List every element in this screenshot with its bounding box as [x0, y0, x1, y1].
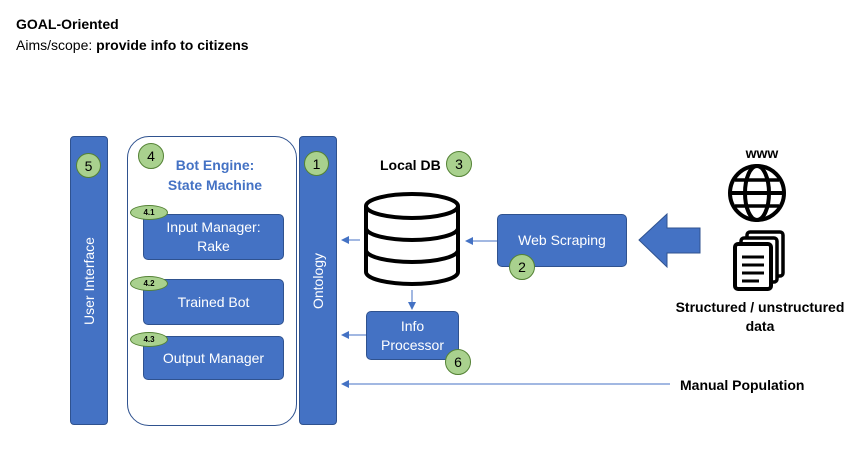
local-db-label: Local DB — [380, 157, 441, 173]
data-sources-label-line2: data — [745, 318, 775, 334]
scope-value: provide info to citizens — [96, 37, 249, 53]
block-arrow-sources-to-scraping — [638, 212, 701, 269]
www-label: www — [745, 145, 779, 161]
user-interface-badge: 5 — [76, 153, 101, 178]
diagram-scope: Aims/scope: provide info to citizens — [16, 37, 249, 53]
output-manager-badge: 4.3 — [130, 332, 168, 347]
user-interface-bar: User Interface — [70, 136, 108, 425]
trained-bot-badge: 4.2 — [130, 276, 168, 291]
ontology-bar: Ontology — [299, 136, 337, 425]
bot-engine-badge: 4 — [138, 143, 164, 169]
ontology-label: Ontology — [310, 252, 326, 309]
data-sources-label: Structured / unstructured data — [660, 298, 860, 336]
user-interface-label: User Interface — [81, 236, 97, 325]
bot-engine-title: Bot Engine: State Machine — [150, 155, 280, 195]
globe-icon — [728, 164, 786, 222]
input-manager-label-line1: Input Manager: — [166, 219, 261, 235]
info-processor-label-line1: Info — [400, 317, 425, 334]
trained-bot-label: Trained Bot — [177, 293, 250, 310]
bot-engine-title-line2: State Machine — [167, 177, 263, 193]
input-manager-badge: 4.1 — [130, 205, 168, 220]
web-scraping-badge: 2 — [509, 254, 535, 280]
scope-prefix: Aims/scope: — [16, 37, 97, 53]
output-manager-box: Output Manager — [143, 336, 284, 380]
output-manager-label: Output Manager — [162, 349, 265, 366]
data-sources-label-line1: Structured / unstructured — [675, 299, 845, 315]
info-processor-label-line2: Processor — [380, 336, 445, 353]
info-processor-badge: 6 — [445, 349, 471, 375]
input-manager-box: Input Manager: Rake — [143, 214, 284, 260]
local-db-badge: 3 — [446, 151, 472, 177]
input-manager-label-line2: Rake — [197, 238, 230, 254]
ontology-badge: 1 — [304, 151, 329, 176]
web-scraping-label: Web Scraping — [518, 232, 606, 248]
database-icon — [364, 192, 460, 286]
manual-population-label: Manual Population — [680, 377, 805, 393]
bot-engine-title-line1: Bot Engine: — [175, 157, 255, 173]
info-processor-box: Info Processor — [366, 311, 459, 360]
documents-icon — [733, 230, 785, 291]
trained-bot-box: Trained Bot — [143, 279, 284, 325]
diagram-title: GOAL-Oriented — [16, 16, 119, 32]
